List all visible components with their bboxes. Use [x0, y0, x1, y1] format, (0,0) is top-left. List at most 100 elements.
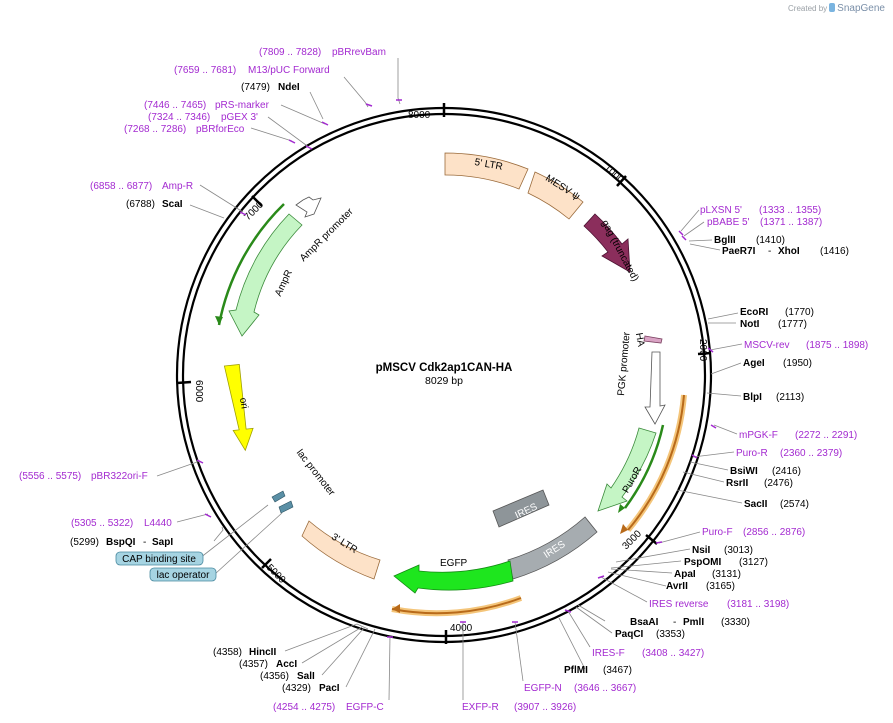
- leader-pRSmarker: [280, 104, 326, 125]
- label-name-HincII[interactable]: HincII: [249, 647, 276, 658]
- feature-gag-label: gag (truncated): [599, 218, 641, 283]
- leader-NsiI: [615, 548, 691, 563]
- leader-EGFPC: [388, 635, 391, 701]
- label-name-EGFPC[interactable]: EGFP-C: [346, 702, 384, 713]
- leader-PaqCI: [575, 606, 613, 634]
- feature-ires-inner[interactable]: [492, 489, 550, 528]
- label-dash-PaeR7I: -: [768, 246, 771, 257]
- label-range-PaqCI: (3353): [656, 629, 685, 640]
- feature-ampr-promoter[interactable]: [295, 196, 322, 218]
- label-name-pBRrevBam[interactable]: pBRrevBam: [332, 47, 386, 58]
- feature-ires-outer[interactable]: [507, 516, 598, 580]
- tick-label-7000: 7000: [242, 199, 266, 223]
- label-range-PuroF: (2856 .. 2876): [743, 527, 805, 538]
- label-name-AvrII[interactable]: AvrII: [666, 581, 688, 592]
- leader-IRESF: [567, 610, 591, 648]
- label-name-mPGKF[interactable]: mPGK-F: [739, 430, 778, 441]
- label-name-ApaI[interactable]: ApaI: [674, 569, 696, 580]
- feature-ori[interactable]: [223, 364, 255, 452]
- label-name-EXFPR[interactable]: EXFP-R: [462, 702, 499, 713]
- label-name-RsrII[interactable]: RsrII: [726, 478, 748, 489]
- orf-egfp-outer: [391, 597, 522, 615]
- feature-puror[interactable]: [597, 427, 657, 512]
- label-name-BlpI[interactable]: BlpI: [743, 392, 762, 403]
- label-name-PaeR7I[interactable]: PaeR7I: [722, 246, 756, 257]
- label-name-pBABE5[interactable]: pBABE 5': [707, 217, 750, 228]
- label-name-PuroR[interactable]: Puro-R: [736, 448, 768, 459]
- primer-tick-pBRforEco: [288, 139, 296, 144]
- feature-3ltr[interactable]: [301, 520, 381, 580]
- feature-pgk-promoter[interactable]: [644, 351, 666, 425]
- label-name-pLXSN5[interactable]: pLXSN 5': [700, 205, 742, 216]
- label-name-PuroF[interactable]: Puro-F: [702, 527, 733, 538]
- label-name-AccI[interactable]: AccI: [276, 659, 297, 670]
- label-range-NsiI: (3013): [724, 545, 753, 556]
- leader-PacI: [345, 628, 376, 688]
- label-name-EGFPN[interactable]: EGFP-N: [524, 683, 562, 694]
- leader-SalI: [321, 627, 365, 676]
- label-name-BspQI[interactable]: BspQI: [106, 537, 136, 548]
- label-name-pGEX3[interactable]: pGEX 3': [221, 112, 258, 123]
- tick-label-2000: 2000: [697, 339, 708, 362]
- label-range-AvrII: (3165): [706, 581, 735, 592]
- feature-cap-site-glyph[interactable]: [271, 490, 286, 503]
- label-name-L4440[interactable]: L4440: [144, 518, 172, 529]
- label-range-BsiWI: (2416): [772, 466, 801, 477]
- label-range-SacII: (2574): [780, 499, 809, 510]
- label-range-BlpI: (2113): [776, 392, 804, 403]
- label-name-AgeI[interactable]: AgeI: [743, 358, 765, 369]
- label-name-BsaAI[interactable]: BsaAI: [630, 617, 659, 628]
- label-name-EcoRI[interactable]: EcoRI: [740, 307, 769, 318]
- label-name-SacII[interactable]: SacII: [744, 499, 768, 510]
- label-name-PmlI[interactable]: PmlI: [683, 617, 704, 628]
- leader-PuroF: [658, 531, 701, 544]
- label-name-PaqCI[interactable]: PaqCI: [615, 629, 644, 640]
- label-range-AccI: (4357): [239, 659, 268, 670]
- label-name-BsiWI[interactable]: BsiWI: [730, 466, 758, 477]
- label-range-IRESF: (3408 .. 3427): [642, 648, 704, 659]
- label-range-IRESrev: (3181 .. 3198): [727, 599, 789, 610]
- primer-tick-IRESrev: [597, 575, 605, 579]
- label-name-NotI[interactable]: NotI: [740, 319, 760, 330]
- label-name-pBRforEco[interactable]: pBRforEco: [196, 124, 245, 135]
- label-name-pRSmarker[interactable]: pRS-marker: [215, 100, 270, 111]
- feature-mesv-psi[interactable]: [527, 171, 584, 220]
- label-name-SapI[interactable]: SapI: [152, 537, 173, 548]
- label-name-BglII[interactable]: BglII: [714, 235, 736, 246]
- leader-BlpI: [706, 392, 742, 397]
- feature-lac-operator-glyph[interactable]: [278, 500, 294, 514]
- feature-5ltr-label: 5' LTR: [474, 157, 504, 173]
- label-name-M13pUC[interactable]: M13/pUC Forward: [248, 65, 330, 76]
- label-name-MSCVrev[interactable]: MSCV-rev: [744, 340, 790, 351]
- leader-HincII: [284, 623, 369, 652]
- cap-binding-site-box[interactable]: [115, 551, 204, 566]
- feature-pgk-label: PGK promoter: [616, 331, 633, 396]
- label-range-EGFPN: (3646 .. 3667): [574, 683, 636, 694]
- tick-1000: [616, 175, 627, 187]
- lac-operator-box[interactable]: [149, 567, 217, 582]
- label-name-XhoI[interactable]: XhoI: [778, 246, 800, 257]
- label-name-AmpR-primer[interactable]: Amp-R: [162, 181, 193, 192]
- label-name-IRESrev[interactable]: IRES reverse: [649, 599, 709, 610]
- primer-tick-MSCVrev: [707, 347, 714, 353]
- label-name-PacI[interactable]: PacI: [319, 683, 340, 694]
- label-name-pBR322ori[interactable]: pBR322ori-F: [91, 471, 148, 482]
- feature-5ltr[interactable]: [444, 152, 529, 190]
- label-name-NsiI[interactable]: NsiI: [692, 545, 711, 556]
- label-range-NdeI: (7479): [241, 82, 270, 93]
- label-range-MSCVrev: (1875 .. 1898): [806, 340, 868, 351]
- label-name-NdeI[interactable]: NdeI: [278, 82, 300, 93]
- feature-ha[interactable]: [643, 335, 663, 344]
- primer-tick-pGEX3: [305, 145, 313, 150]
- label-name-ScaI[interactable]: ScaI: [162, 199, 183, 210]
- label-name-PspOMI[interactable]: PspOMI: [684, 557, 721, 568]
- label-name-IRESF[interactable]: IRES-F: [592, 648, 625, 659]
- feature-gag-truncated[interactable]: [583, 213, 631, 273]
- label-name-PflMI[interactable]: PflMI: [564, 665, 588, 676]
- feature-ampr[interactable]: [228, 213, 303, 337]
- feature-ampr-orf: [217, 203, 285, 326]
- feature-egfp[interactable]: [393, 560, 514, 594]
- label-name-SalI[interactable]: SalI: [297, 671, 315, 682]
- leader-mPGKF: [713, 424, 738, 435]
